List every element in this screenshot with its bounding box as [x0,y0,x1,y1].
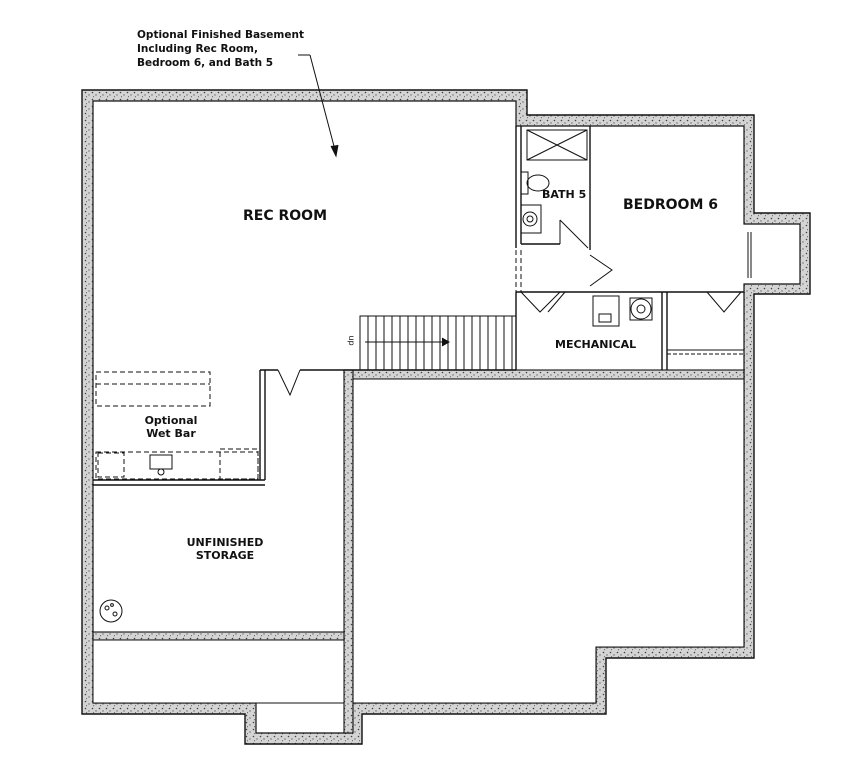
annotation-line-2: Including Rec Room, [137,43,258,55]
furnace [592,295,620,327]
toilet-tank [520,171,529,195]
foundation-wall-left [343,369,354,734]
stair-direction-label: dn [346,335,356,346]
sump-pit [99,599,123,623]
stairs [359,315,517,371]
annotation-leader [298,54,339,158]
wet-bar-sink [149,454,173,476]
room-label-wet-bar: Optional Wet Bar [142,414,200,440]
shower [526,129,588,161]
foundation-wall-bottom-left [92,631,345,641]
storage-line-1: UNFINISHED [186,536,264,549]
room-label-bath-5: BATH 5 [542,188,587,201]
open-area-outline [352,378,745,704]
annotation-text: Optional Finished Basement Including Rec… [137,28,304,70]
doors [277,219,742,397]
dashed-optional-walls [95,250,522,480]
foundation-walls [92,369,745,734]
foundation-wall-top [343,369,745,380]
closet-shelf [667,349,744,355]
vanity [520,204,542,234]
bottom-left-strip [92,639,345,704]
wet-bar-line-1: Optional [144,414,198,427]
room-label-storage: UNFINISHED STORAGE [180,536,270,562]
toilet-bowl [526,174,550,192]
room-label-bedroom-6: BEDROOM 6 [623,197,718,213]
mechanical-equipment [592,295,653,327]
annotation-line-1: Optional Finished Basement [137,29,304,41]
storage-line-2: STORAGE [195,549,255,562]
annotation-line-3: Bedroom 6, and Bath 5 [137,57,274,69]
room-label-mechanical: MECHANICAL [555,338,637,351]
sink [522,211,538,227]
wet-bar-line-2: Wet Bar [146,427,196,440]
window-bedroom [747,232,752,278]
room-label-rec-room: REC ROOM [243,208,328,224]
water-heater [630,298,652,320]
bath-fixtures [520,129,588,234]
